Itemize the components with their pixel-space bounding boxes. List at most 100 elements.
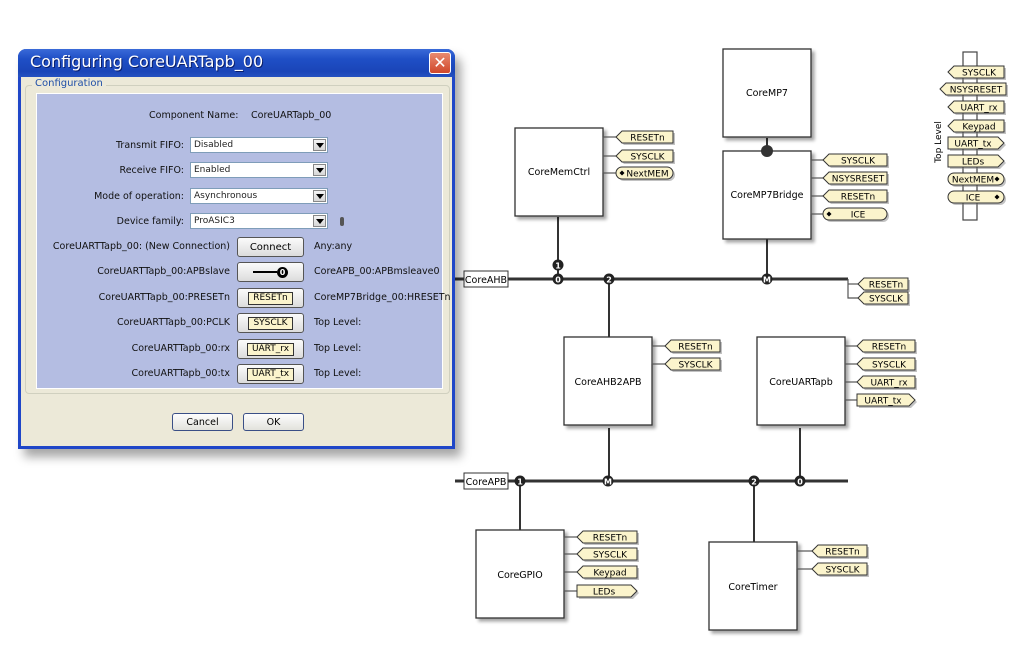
top-level-pin-leds[interactable]: LEDs xyxy=(947,154,1006,169)
tx-connection-button[interactable]: UART_tx xyxy=(237,364,304,384)
configuration-group: Configuration Component Name: CoreUARTap… xyxy=(25,78,451,394)
pin-label: UART_rx xyxy=(870,379,908,389)
svg-text:1: 1 xyxy=(555,262,561,271)
coreahb2apb-pin-resetn[interactable]: RESETn xyxy=(652,339,722,354)
pin-label: RESETn xyxy=(841,193,876,203)
chevron-down-icon[interactable] xyxy=(313,164,326,176)
svg-text:CoreMP7: CoreMP7 xyxy=(746,88,788,99)
device-family-select[interactable]: ProASIC3 xyxy=(190,213,328,229)
svg-text:1: 1 xyxy=(517,478,523,487)
top-level-pin-keypad[interactable]: Keypad xyxy=(947,119,1006,134)
apb-port-0[interactable]: 0 xyxy=(794,475,806,487)
apb-bus-label-box[interactable] xyxy=(463,472,509,490)
top-level-pin-uart-rx[interactable]: UART_rx xyxy=(947,100,1006,115)
presetn-connection-button[interactable]: RESETn xyxy=(237,288,304,308)
dialog-titlebar[interactable]: Configuring CoreUARTapb_00 ✕ xyxy=(18,49,455,77)
coreuartapb-pin-resetn[interactable]: RESETn xyxy=(845,339,917,354)
svg-text:M: M xyxy=(604,478,612,487)
top-level-label: Top Level xyxy=(934,121,944,164)
corememctrl-pin-resetn[interactable]: RESETn xyxy=(603,130,675,145)
pin-label: NSYSRESET xyxy=(832,175,885,185)
coremp7bridge-pin-ice[interactable]: ICE xyxy=(811,207,889,222)
coreuartapb-pin-sysclk[interactable]: SYSCLK xyxy=(845,357,917,372)
pin-label: RESETn xyxy=(825,548,860,558)
cancel-button[interactable]: Cancel xyxy=(172,413,233,431)
pin-label: ICE xyxy=(851,211,866,221)
info-icon[interactable] xyxy=(340,217,344,226)
block-coremp7bridge[interactable]: CoreMP7Bridge xyxy=(722,150,812,240)
coremp7bridge-pin-sysclk[interactable]: SYSCLK xyxy=(811,153,889,168)
configuration-group-label: Configuration xyxy=(32,78,106,89)
connection-label-rx: CoreUARTTapb_00:rx xyxy=(131,343,230,354)
top-level-pin-uart-tx[interactable]: UART_tx xyxy=(947,136,1006,151)
receive-fifo-select[interactable]: Enabled xyxy=(190,162,328,178)
connect-button[interactable]: Connect xyxy=(237,237,304,257)
chevron-down-icon[interactable] xyxy=(313,139,326,151)
svg-text:CoreTimer: CoreTimer xyxy=(728,582,777,593)
pin-label: UART_tx xyxy=(864,397,902,407)
ahb-pin-sysclk[interactable]: SYSCLK xyxy=(857,291,910,306)
connection-target-tx: Top Level: xyxy=(314,368,362,379)
chevron-down-icon[interactable] xyxy=(313,215,326,227)
rx-connection-button[interactable]: UART_rx xyxy=(237,339,304,359)
pin-label: NSYSRESET xyxy=(950,86,1003,96)
coremp7bridge-pin-nsysreset[interactable]: NSYSRESET xyxy=(811,171,889,186)
coremp7bridge-pin-resetn[interactable]: RESETn xyxy=(811,189,889,204)
pin-label: LEDs xyxy=(593,588,616,598)
receive-fifo-label: Receive FIFO: xyxy=(119,165,184,176)
pin-label: RESETn xyxy=(678,343,713,353)
connection-target-new: Any:any xyxy=(314,241,353,252)
svg-text:M: M xyxy=(763,276,771,285)
top-level-pin-ice[interactable]: ICE xyxy=(947,190,1006,205)
connection-target-pclk: Top Level: xyxy=(314,317,362,328)
apb-port-1[interactable]: 1 xyxy=(514,475,526,487)
coreuartapb-pin-uart-rx[interactable]: UART_rx xyxy=(845,375,917,390)
pin-label: NextMEM xyxy=(952,176,994,186)
svg-text:CoreGPIO: CoreGPIO xyxy=(497,570,542,581)
coregpio-pin-leds[interactable]: LEDs xyxy=(564,584,639,599)
top-level-pin-nsysreset[interactable]: NSYSRESET xyxy=(939,82,1008,97)
ahb-bus-label-box[interactable] xyxy=(463,270,509,288)
coreuartapb-pin-uart-tx[interactable]: UART_tx xyxy=(845,393,917,408)
ahb-pin-resetn[interactable]: RESETn xyxy=(857,277,910,292)
apbslave-connection-button[interactable]: 0 xyxy=(237,262,304,282)
pin-label: RESETn xyxy=(872,343,907,353)
dialog-title: Configuring CoreUARTapb_00 xyxy=(30,52,264,71)
ok-button[interactable]: OK xyxy=(243,413,304,431)
input-pin-icon: UART_rx xyxy=(246,342,295,356)
top-level-pin-sysclk[interactable]: SYSCLK xyxy=(947,65,1006,80)
svg-text:2: 2 xyxy=(606,276,612,285)
chevron-down-icon[interactable] xyxy=(313,190,326,202)
coremp7-connector-dot xyxy=(761,145,773,157)
ahb-port-0[interactable]: 0 xyxy=(552,273,564,285)
coregpio-pin-sysclk[interactable]: SYSCLK xyxy=(564,547,639,562)
ahb-port-2[interactable]: 2 xyxy=(603,273,615,285)
svg-text:CoreAHB2APB: CoreAHB2APB xyxy=(575,377,642,388)
block-coregpio[interactable]: CoreGPIO xyxy=(475,529,565,619)
ahb-port-1[interactable]: 1 xyxy=(552,259,564,271)
transmit-fifo-select[interactable]: Disabled xyxy=(190,137,328,153)
corememctrl-pin-nextmem[interactable]: NextMEM xyxy=(603,166,675,181)
block-coretimer[interactable]: CoreTimer xyxy=(708,541,798,631)
block-corememctrl[interactable]: CoreMemCtrl xyxy=(514,127,604,217)
coregpio-pin-resetn[interactable]: RESETn xyxy=(564,530,639,545)
pin-label: NextMEM xyxy=(626,170,668,180)
block-coreahb2apb[interactable]: CoreAHB2APB xyxy=(563,336,653,426)
pin-label: RESETn xyxy=(869,281,904,291)
pin-label: UART_tx xyxy=(954,140,992,150)
apb-port-m[interactable]: M xyxy=(602,475,614,487)
apb-port-2[interactable]: 2 xyxy=(748,475,760,487)
block-coremp7[interactable]: CoreMP7 xyxy=(722,48,812,138)
pclk-connection-button[interactable]: SYSCLK xyxy=(237,313,304,333)
mode-of-operation-select[interactable]: Asynchronous xyxy=(190,188,328,204)
ahb-port-m[interactable]: M xyxy=(761,273,773,285)
coretimer-pin-sysclk[interactable]: SYSCLK xyxy=(797,562,869,577)
corememctrl-pin-sysclk[interactable]: SYSCLK xyxy=(603,149,675,164)
coretimer-pin-resetn[interactable]: RESETn xyxy=(797,544,869,559)
block-coreuartapb[interactable]: CoreUARTapb xyxy=(756,336,846,426)
coreahb2apb-pin-sysclk[interactable]: SYSCLK xyxy=(652,357,722,372)
top-level-pin-nextmem[interactable]: NextMEM xyxy=(947,172,1006,187)
coregpio-pin-keypad[interactable]: Keypad xyxy=(564,565,639,580)
close-button[interactable]: ✕ xyxy=(429,52,451,74)
